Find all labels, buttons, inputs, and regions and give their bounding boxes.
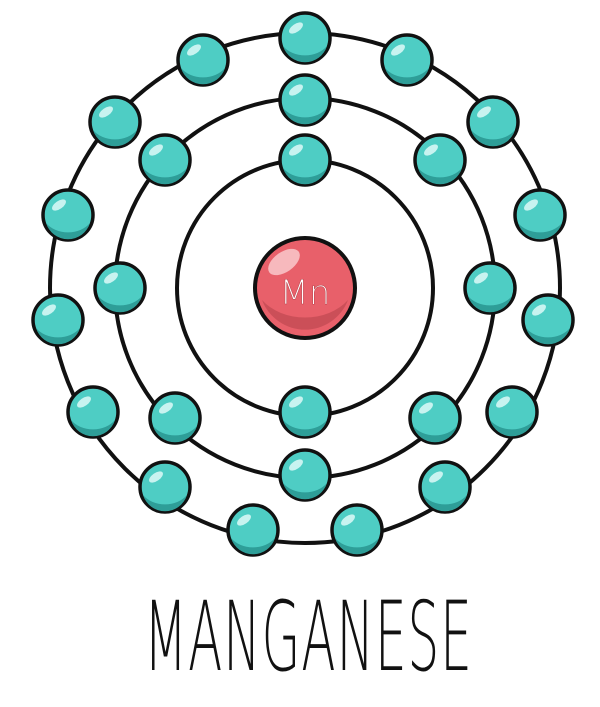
atom-diagram: Mn — [31, 11, 575, 557]
electron — [41, 188, 95, 242]
electron — [226, 503, 280, 557]
nucleus: Mn — [253, 236, 357, 340]
electron — [278, 385, 332, 439]
electrons — [31, 11, 575, 557]
electron — [380, 33, 434, 87]
electron — [463, 261, 517, 315]
electron — [513, 188, 567, 242]
electron — [278, 448, 332, 502]
element-symbol: Mn — [280, 273, 331, 313]
electron — [138, 133, 192, 187]
electron — [413, 133, 467, 187]
electron — [176, 33, 230, 87]
element-name-title: MANGANESE — [144, 581, 473, 693]
electron — [418, 460, 472, 514]
electron — [66, 385, 120, 439]
electron — [148, 391, 202, 445]
electron — [93, 261, 147, 315]
electron — [31, 293, 85, 347]
electron — [278, 73, 332, 127]
electron — [88, 95, 142, 149]
electron — [521, 293, 575, 347]
electron — [485, 385, 539, 439]
electron — [278, 133, 332, 187]
electron — [330, 503, 384, 557]
electron — [138, 460, 192, 514]
electron — [466, 95, 520, 149]
electron — [408, 391, 462, 445]
electron — [278, 11, 332, 65]
